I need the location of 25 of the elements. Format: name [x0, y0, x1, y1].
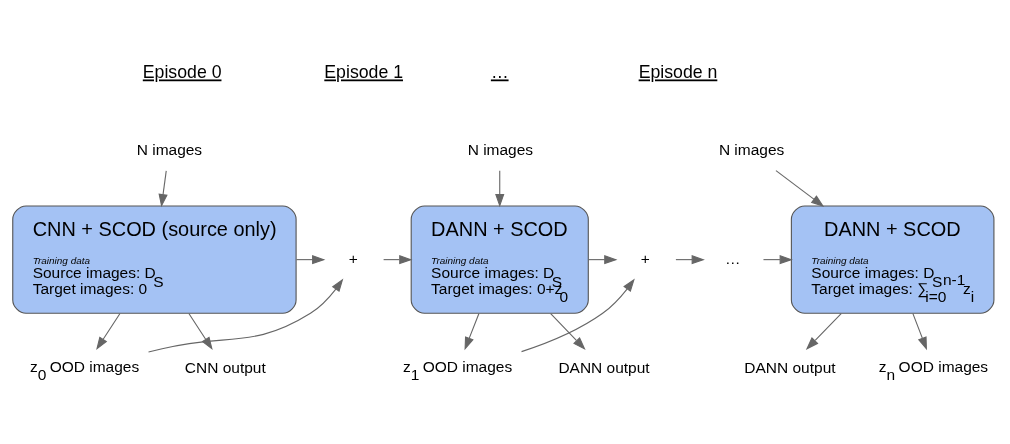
node-text: DANN output	[558, 358, 650, 376]
arrow	[464, 312, 480, 351]
label: Episode n	[638, 62, 718, 83]
arrow	[762, 254, 793, 265]
node-text: DANN output	[744, 358, 836, 376]
label: Episode 1	[324, 62, 403, 83]
node-text: CNN output	[184, 358, 266, 376]
arrow	[805, 312, 842, 350]
node-text: N images	[718, 140, 785, 158]
arrow	[550, 312, 586, 350]
arrow	[147, 278, 344, 353]
arrow	[158, 170, 168, 208]
arrow	[775, 170, 825, 207]
node-text: +	[348, 249, 358, 267]
node-text: N images	[136, 140, 203, 158]
node-text: +	[640, 249, 650, 267]
arrow	[188, 312, 213, 351]
arrow	[912, 312, 927, 351]
arrow	[96, 312, 121, 351]
node-text: …	[724, 249, 741, 267]
label: Episode 0	[142, 62, 222, 83]
label: …	[490, 62, 509, 83]
arrow	[495, 170, 505, 208]
arrow	[521, 278, 635, 353]
node-text: N images	[467, 140, 534, 158]
